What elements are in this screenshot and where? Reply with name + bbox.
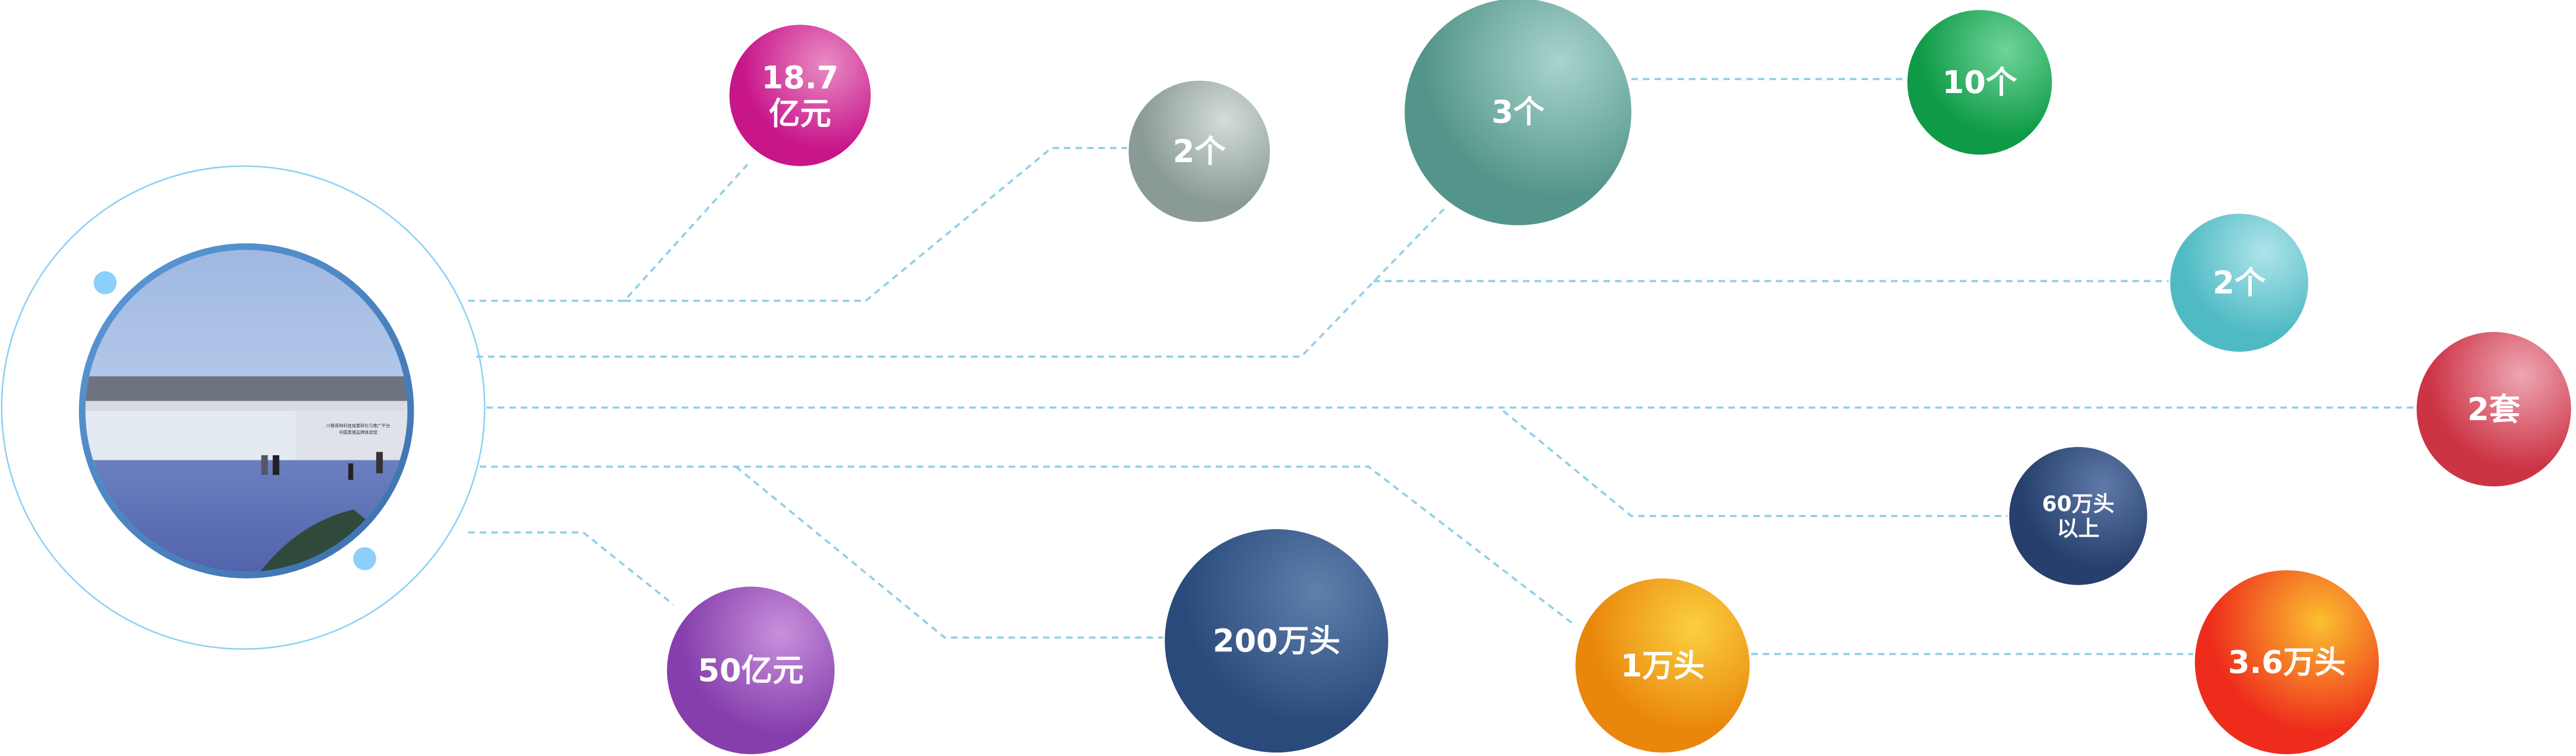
bubble-value: 3.6万头 <box>2228 644 2345 681</box>
bubble-investment: 18.7亿元 <box>729 25 871 166</box>
bubble-value: 200万头 <box>1213 623 1340 659</box>
bubble-value: 2个 <box>2213 264 2266 301</box>
bubble-value: 10个 <box>1942 64 2017 101</box>
bubble-output: 50亿元 <box>667 586 835 754</box>
bubble-count-a: 2个 <box>1128 80 1270 222</box>
bubble-circle <box>2416 332 2571 487</box>
building-photo: 川猪育种科技成果转化与推广平台 中国黑猪品牌体验馆 <box>85 250 408 572</box>
bubble-value: 1万头 <box>1620 647 1705 684</box>
bubble-circle <box>1128 80 1270 222</box>
bubble-value: 3个 <box>1492 94 1545 130</box>
bubble-value: 以上 <box>2057 516 2100 541</box>
building-sign-line1: 川猪育种科技成果转化与推广平台 <box>326 423 390 428</box>
bubble-circle <box>667 586 835 754</box>
connector-herd-200w <box>735 466 1163 639</box>
connector-count-a <box>624 147 1127 302</box>
bubble-count-c: 10个 <box>1907 10 2052 155</box>
bubble-value: 60万头 <box>2042 491 2114 516</box>
bubble-circle <box>729 25 871 166</box>
bubble-value: 50亿元 <box>698 652 804 689</box>
decor-dot <box>94 271 117 294</box>
bubble-value: 2个 <box>1173 133 1226 170</box>
building-sign-line2: 中国黑猪品牌体验馆 <box>339 429 377 435</box>
bubble-count-d: 2个 <box>2170 214 2309 352</box>
bubble-herd-1w: 1万头 <box>1575 578 1750 753</box>
bubble-circle <box>1575 578 1750 753</box>
connector-output <box>468 531 675 606</box>
bubble-herd-200w: 200万头 <box>1165 529 1389 753</box>
bubble-circle <box>2170 214 2309 352</box>
bubble-circle <box>1165 529 1389 753</box>
decor-dot <box>353 547 376 571</box>
bubble-circle <box>1404 0 1632 225</box>
bubble-sets: 2套 <box>2416 332 2571 487</box>
bubble-circle <box>1907 10 2052 155</box>
outer-ring <box>1 165 486 650</box>
bubble-value: 18.7 <box>761 59 839 96</box>
bubble-herd-3.6w: 3.6万头 <box>2194 570 2379 754</box>
bubble-value: 亿元 <box>769 95 832 132</box>
connector-lines <box>468 78 2415 655</box>
connector-herd-1w <box>479 465 1575 626</box>
bubble-count-b: 3个 <box>1404 0 1632 225</box>
connector-count-b <box>476 206 1447 358</box>
bubble-value: 2套 <box>2467 391 2520 428</box>
connector-investment <box>468 163 748 302</box>
bubble-circle <box>2194 570 2379 754</box>
bubble-circle <box>2009 446 2148 585</box>
connector-herd-60w <box>1502 410 2008 517</box>
